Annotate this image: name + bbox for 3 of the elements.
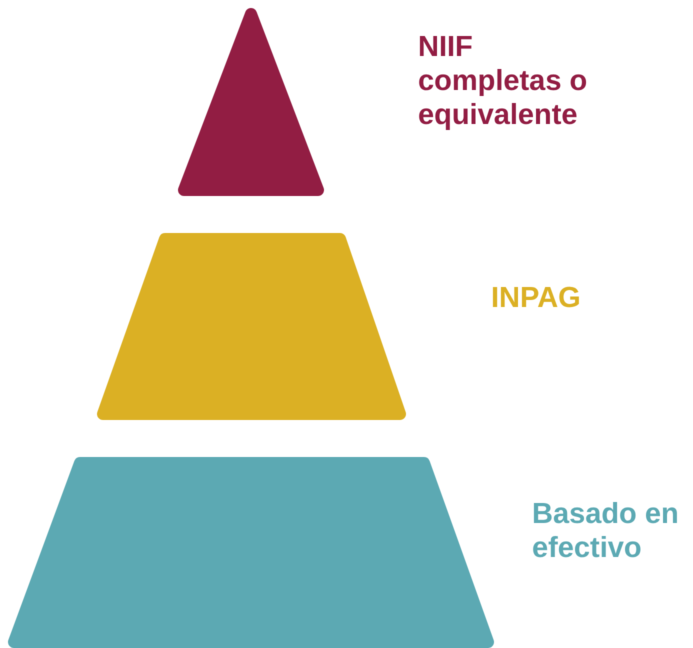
tier-label: INPAG: [491, 281, 582, 315]
tier-label: Basado en efectivo: [532, 497, 680, 565]
tier-label: NIIF completas o equivalente: [418, 30, 588, 132]
